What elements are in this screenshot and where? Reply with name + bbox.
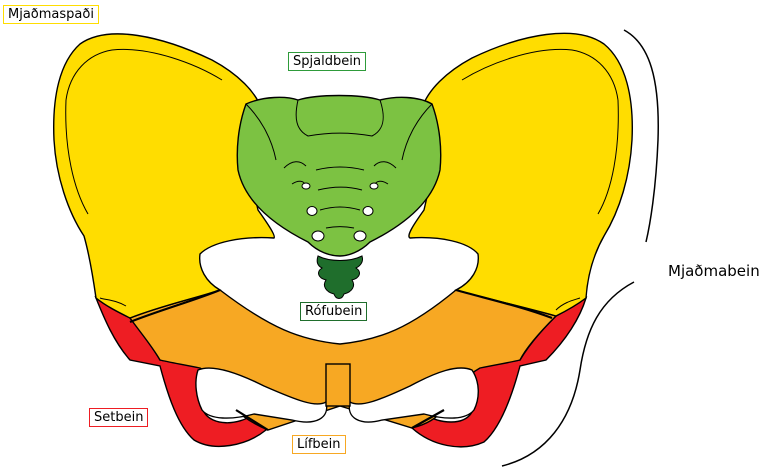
pubic-symphysis — [326, 364, 350, 406]
label-sacrum: Spjaldbein — [288, 52, 366, 71]
label-pubis: Lífbein — [292, 435, 346, 454]
coccyx — [317, 256, 362, 299]
label-hip-bone: Mjaðmabein — [668, 262, 760, 280]
label-coccyx: Rófubein — [300, 302, 367, 321]
label-ischium: Setbein — [89, 408, 148, 427]
label-ilium: Mjaðmaspaði — [3, 5, 99, 24]
right-ilium — [409, 33, 632, 316]
